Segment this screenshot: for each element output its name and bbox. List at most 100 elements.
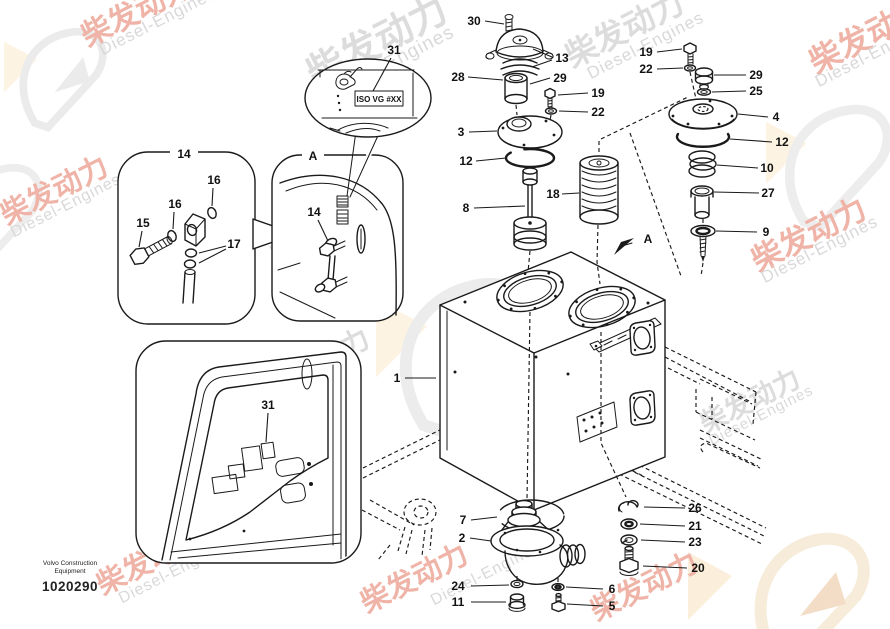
part-drain-tube [182, 269, 196, 304]
part-3-cover-plate [497, 115, 563, 149]
part-19-bolt-right [683, 42, 697, 65]
detail-view-a [271, 128, 404, 322]
callout-25: 25 [711, 84, 763, 98]
callout-17: 17 [198, 237, 241, 264]
svg-text:15: 15 [136, 216, 150, 230]
callout-22-mid: 22 [558, 105, 605, 119]
svg-text:18: 18 [546, 187, 560, 201]
svg-text:12: 12 [459, 154, 473, 168]
callout-3: 3 [458, 125, 498, 139]
part-4-cover-plate [629, 98, 738, 277]
svg-text:31: 31 [261, 398, 275, 412]
svg-text:16: 16 [168, 197, 182, 211]
callout-14-inset: 14 [177, 147, 191, 161]
callout-24: 24 [451, 579, 510, 593]
figure-number: 1020290 [41, 579, 99, 594]
callout-22-right: 22 [639, 62, 684, 76]
svg-text:28: 28 [451, 70, 465, 84]
callout-10: 10 [716, 161, 774, 175]
callout-16-b: 16 [207, 173, 221, 207]
part-12-oring-left [504, 147, 556, 169]
callout-15: 15 [136, 216, 150, 248]
hydraulic-tank [439, 251, 666, 511]
svg-text:2: 2 [459, 531, 466, 545]
callout-11: 11 [452, 595, 506, 609]
svg-text:29: 29 [553, 71, 567, 85]
callout-30: 30 [467, 14, 505, 28]
svg-text:11: 11 [452, 595, 465, 609]
tank-port-flange-upper [629, 320, 656, 356]
svg-text:27: 27 [761, 186, 775, 200]
svg-text:A: A [309, 149, 318, 163]
callout-13: 13 [531, 48, 569, 68]
callout-20: 20 [642, 561, 705, 575]
callout-28: 28 [451, 70, 504, 84]
part-16-oring-b [207, 206, 217, 220]
part-17-orings [183, 248, 198, 269]
svg-text:16: 16 [207, 173, 221, 187]
part-26-clamp [600, 332, 639, 513]
svg-text:24: 24 [451, 579, 465, 593]
svg-text:5: 5 [609, 599, 616, 613]
tank-port-flange-lower [629, 390, 656, 426]
callout-8: 8 [463, 201, 526, 215]
callout-31-ellipse: 31 [372, 43, 401, 92]
part-29-plug-right [694, 67, 714, 90]
callout-19-right: 19 [639, 45, 683, 59]
part-fitting-block [184, 213, 206, 247]
callout-12-left: 12 [459, 154, 507, 168]
part-13-breather-cap [485, 28, 554, 76]
svg-text:22: 22 [591, 105, 605, 119]
part-15-bolt [129, 236, 173, 265]
svg-text:19: 19 [639, 45, 653, 59]
callout-27: 27 [713, 186, 775, 200]
svg-text:13: 13 [555, 51, 569, 65]
callout-14-view-a: 14 [307, 205, 329, 242]
company-name-line1: Volvo Construction [42, 560, 98, 567]
detail-inset-door [135, 340, 362, 564]
callout-4: 4 [737, 110, 780, 124]
callout-2: 2 [459, 531, 492, 545]
part-23-lock-washer [620, 534, 638, 546]
callout-9: 9 [715, 225, 770, 239]
svg-text:23: 23 [688, 535, 702, 549]
part-27-sleeve [690, 185, 714, 225]
svg-text:4: 4 [773, 110, 780, 124]
callout-6: 6 [565, 582, 616, 596]
door-sticker [336, 195, 349, 225]
part-24-oring [510, 579, 524, 589]
callout-21: 21 [639, 519, 702, 533]
svg-text:31: 31 [387, 43, 401, 57]
tank-mounting-plate [576, 401, 618, 443]
svg-text:22: 22 [639, 62, 653, 76]
part-5-bolt [551, 592, 566, 613]
part-19-bolt-mid [544, 87, 556, 108]
callout-labels: 30 13 28 29 19 22 3 12 8 18 A 19 22 29 2… [136, 14, 789, 613]
svg-text:10: 10 [760, 161, 774, 175]
svg-text:25: 25 [749, 84, 763, 98]
svg-text:8: 8 [463, 201, 470, 215]
callout-18: 18 [546, 187, 580, 201]
callout-29-left: 29 [529, 71, 567, 85]
part-21-washer [620, 518, 638, 530]
view-a-label: A [309, 149, 318, 163]
svg-text:30: 30 [467, 14, 481, 28]
detail-inset-14 [117, 146, 297, 325]
callout-19-mid: 19 [557, 86, 605, 100]
oil-can-icon [335, 67, 363, 112]
callout-16-a: 16 [168, 197, 182, 230]
svg-text:3: 3 [458, 125, 465, 139]
svg-text:1: 1 [394, 371, 401, 385]
svg-text:14: 14 [177, 147, 191, 161]
part-9-screw-washer [690, 224, 716, 277]
callout-26: 26 [643, 501, 702, 515]
callout-23: 23 [640, 535, 702, 549]
title-block: Volvo Construction Equipment 1020290 [22, 560, 118, 594]
part-16-oring-a [167, 229, 177, 243]
svg-text:A: A [644, 232, 653, 246]
tank-opening-right [568, 285, 636, 329]
part-6-nut [551, 582, 565, 592]
svg-text:14: 14 [307, 205, 321, 219]
